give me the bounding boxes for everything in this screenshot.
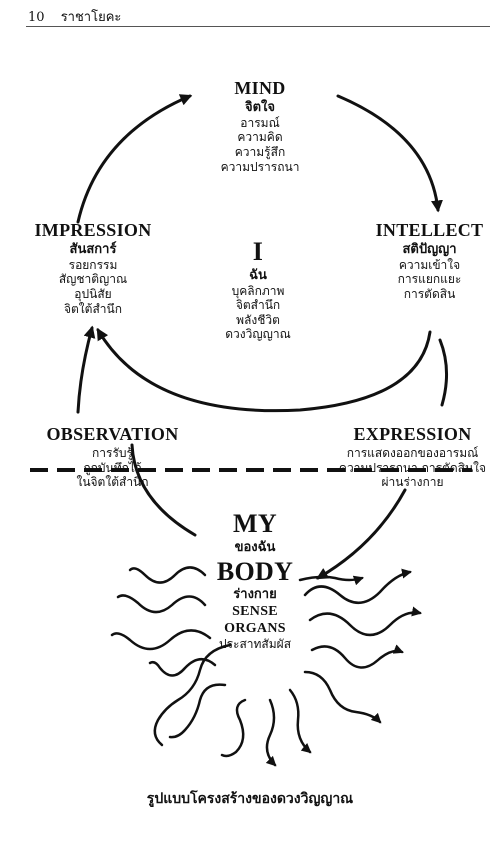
impression-item: รอยกรรม <box>68 257 118 272</box>
arrow-observation-to-impression <box>76 325 96 414</box>
my-label: MY <box>233 509 277 538</box>
expression-label: EXPRESSION <box>353 424 472 444</box>
node-mind: MIND จิตใจ อารมณ์ ความคิด ความรู้สึก ควา… <box>185 78 335 174</box>
sense-wave-left-2 <box>116 594 207 614</box>
self-thai-label: ฉัน <box>249 267 267 283</box>
arrow-mind-to-intellect <box>336 94 443 213</box>
mind-item: ความปรารถนา <box>220 159 300 174</box>
figure-caption: รูปแบบโครงสร้างของดวงวิญญาณ <box>146 791 354 807</box>
node-self: I ฉัน บุคลิกภาพ จิตสำนึก พลังชีวิต ดวงวิ… <box>198 236 318 342</box>
sense-wave-right-6 <box>265 698 277 767</box>
sense-wave-right-1 <box>303 568 412 604</box>
sense-wave-right-5 <box>288 688 312 754</box>
sense-wave-left-4 <box>148 658 217 677</box>
body-thai-label: ร่างกาย <box>233 587 277 603</box>
running-title: ราชาโยคะ <box>60 10 122 25</box>
self-item: จิตสำนึก <box>235 298 281 313</box>
intellect-item: การตัดสิน <box>403 287 456 302</box>
observation-item: ถูกบันทึกไว้ <box>83 460 142 475</box>
expression-item: ความปรารถนา การตัดสินใจ <box>338 460 487 475</box>
sense-label: SENSE <box>232 604 278 620</box>
sense-wave-right-3 <box>310 644 404 669</box>
impression-item: จิตใต้สำนึก <box>63 301 122 316</box>
node-impression: IMPRESSION สันสการ์ รอยกรรม สัญชาติญาณ อ… <box>18 220 168 316</box>
sense-wave-left-3 <box>110 629 212 651</box>
intellect-label: INTELLECT <box>375 220 484 240</box>
intellect-item: การแยกแยะ <box>397 272 462 287</box>
node-expression: EXPRESSION การแสดงออกของอารมณ์ ความปรารถ… <box>325 424 500 490</box>
body-label: BODY <box>216 556 294 586</box>
expression-item: ผ่านร่างกาย <box>381 475 444 490</box>
page-number: 10 <box>28 10 45 25</box>
node-body: MY ของฉัน BODY ร่างกาย SENSE ORGANS ประส… <box>195 508 315 652</box>
arrow-intellect-to-impression <box>96 327 432 413</box>
sense-wave-left-5 <box>168 683 227 739</box>
sense-wave-left-1 <box>128 566 207 584</box>
self-label: I <box>252 237 264 266</box>
impression-item: สัญชาติญาณ <box>58 272 128 287</box>
impression-thai-label: สันสการ์ <box>69 241 117 257</box>
sense-wave-left-6 <box>220 698 247 758</box>
my-thai-label: ของฉัน <box>234 539 276 555</box>
observation-item: ในจิตใต้สำนึก <box>76 475 149 490</box>
sense-wave-right-7 <box>298 575 364 586</box>
arrow-impression-to-mind <box>76 94 193 224</box>
mind-item: ความรู้สึก <box>234 145 286 160</box>
intellect-thai-label: สติปัญญา <box>402 241 457 257</box>
impression-item: อุปนิสัย <box>74 287 112 302</box>
sense-organs-thai-label: ประสาทสัมผัส <box>218 637 292 652</box>
arrow-expression-to-body <box>315 488 407 580</box>
sense-wave-right-2 <box>308 606 422 637</box>
page-header: 10 ราชาโยคะ <box>28 6 133 27</box>
mind-item: อารมณ์ <box>240 115 280 130</box>
self-item: บุคลิกภาพ <box>231 283 285 298</box>
node-intellect: INTELLECT สติปัญญา ความเข้าใจ การแยกแยะ … <box>362 220 497 302</box>
arrow-body-to-observation <box>130 443 197 537</box>
mind-item: ความคิด <box>237 130 283 145</box>
self-item: ดวงวิญญาณ <box>225 327 291 342</box>
observation-item: การรับรู้ <box>92 445 133 460</box>
mind-thai-label: จิตใจ <box>244 99 276 115</box>
impression-label: IMPRESSION <box>34 220 152 240</box>
arrow-intellect-to-expression <box>438 338 449 407</box>
header-rule <box>26 26 490 27</box>
sense-wave-right-4 <box>303 670 382 724</box>
intellect-item: ความเข้าใจ <box>398 257 461 272</box>
mind-label: MIND <box>234 78 286 98</box>
node-observation: OBSERVATION การรับรู้ ถูกบันทึกไว้ ในจิต… <box>25 424 200 490</box>
sense-wave-left-7 <box>153 643 232 747</box>
observation-label: OBSERVATION <box>46 424 179 444</box>
expression-item: การแสดงออกของอารมณ์ <box>346 445 479 460</box>
organs-label: ORGANS <box>224 621 286 637</box>
self-item: พลังชีวิต <box>236 312 280 327</box>
